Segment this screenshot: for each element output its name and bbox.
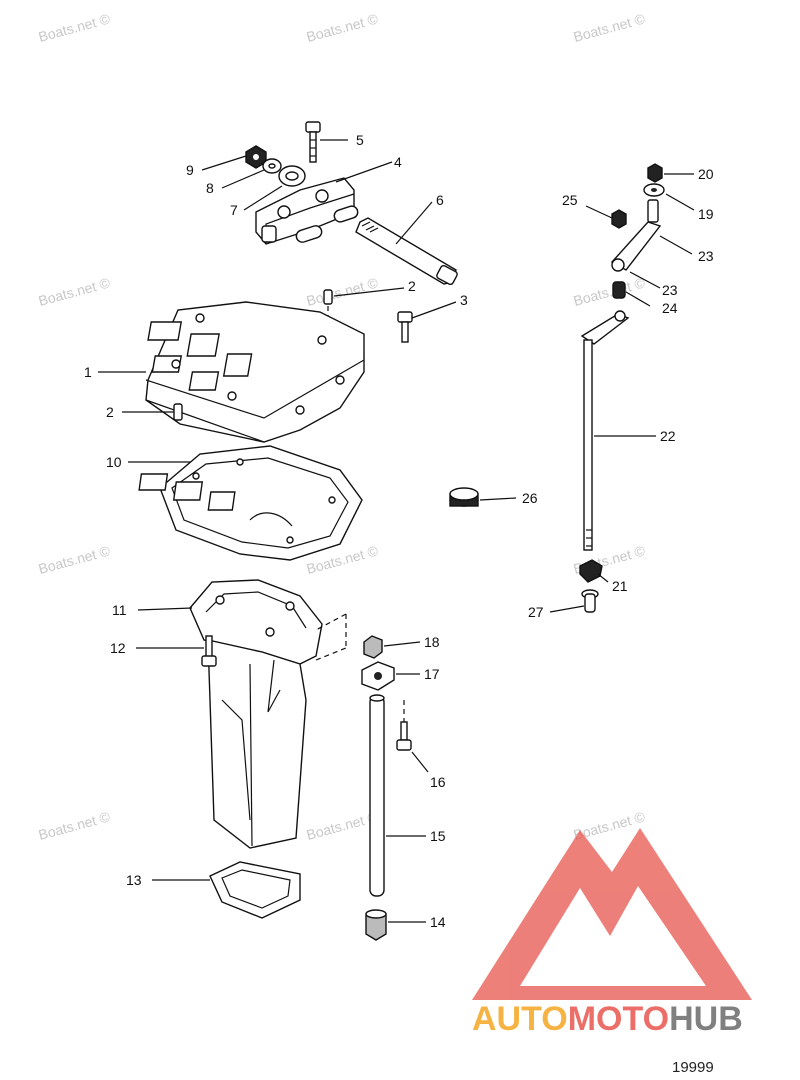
callout-26: 26	[522, 490, 538, 506]
part-grommet-14	[365, 909, 387, 941]
part-bracket-4	[255, 177, 359, 245]
callout-3: 3	[460, 292, 468, 308]
part-grommet-18	[363, 635, 383, 659]
part-clamp-17	[361, 661, 395, 691]
watermark: Boats.net ©	[37, 542, 113, 577]
callout-4: 4	[394, 154, 402, 170]
brand-logo	[472, 828, 752, 1000]
watermark: Boats.net ©	[572, 274, 648, 309]
brand-hub: HUB	[669, 1000, 743, 1038]
part-gasket-10	[138, 445, 363, 561]
callout-10: 10	[106, 454, 122, 470]
part-seal-13	[209, 861, 301, 919]
callout-18: 18	[424, 634, 440, 650]
callout-6: 6	[436, 192, 444, 208]
watermark: Boats.net ©	[37, 10, 113, 45]
diagram-number: 19999	[672, 1059, 714, 1076]
part-pin-27	[581, 589, 599, 613]
part-nut-20	[647, 163, 663, 183]
callout-9: 9	[186, 162, 194, 178]
leader-lines	[98, 139, 695, 923]
callout-22: 22	[660, 428, 676, 444]
callout-11: 11	[112, 602, 127, 618]
part-lever-23-upper	[610, 199, 662, 272]
callout-25: 25	[562, 192, 578, 208]
brand-triangle-icon	[472, 828, 752, 1000]
callout-12: 12	[110, 640, 126, 656]
brand-moto: MOTO	[568, 1000, 669, 1038]
callout-23-upper: 23	[698, 248, 714, 264]
guide-line	[315, 647, 347, 661]
watermarks: Boats.net © Boats.net © Boats.net © Boat…	[37, 10, 648, 843]
part-screw-16	[396, 700, 412, 751]
callout-2-lower: 2	[106, 404, 114, 420]
callout-27: 27	[528, 604, 544, 620]
watermark: Boats.net ©	[37, 808, 113, 843]
callout-15: 15	[430, 828, 446, 844]
part-bolt-5	[305, 121, 321, 163]
part-plate-1	[145, 301, 365, 443]
watermark: Boats.net ©	[572, 10, 648, 45]
callout-16: 16	[430, 774, 446, 790]
part-nut-9	[245, 145, 267, 169]
callout-21: 21	[612, 578, 628, 594]
part-dowel-2-lower	[173, 403, 183, 421]
part-seal-7	[278, 165, 306, 187]
brand-auto: AUTO	[472, 1000, 568, 1038]
guide-line	[315, 613, 347, 631]
watermark: Boats.net ©	[305, 808, 381, 843]
part-washer-19	[643, 183, 665, 197]
callout-labels: 9 8 7 5 4 6 2 3 1 2 10 11 12 13 18 17 16…	[84, 132, 714, 930]
callout-8: 8	[206, 180, 214, 196]
part-washer-8	[262, 158, 282, 174]
callout-1: 1	[84, 364, 92, 380]
callout-2-upper: 2	[408, 278, 416, 294]
part-nut-25	[611, 209, 627, 229]
callout-13: 13	[126, 872, 142, 888]
callout-23-lower: 23	[662, 282, 678, 298]
callout-17: 17	[424, 666, 440, 682]
callout-24: 24	[662, 300, 678, 316]
part-bushing-26	[449, 487, 479, 507]
part-water-tube-15	[369, 694, 385, 897]
part-exhaust-tube-11	[189, 579, 323, 849]
callout-20: 20	[698, 166, 714, 182]
watermark: Boats.net ©	[37, 274, 113, 309]
callout-7: 7	[230, 202, 238, 218]
watermark: Boats.net ©	[305, 10, 381, 45]
part-bolt-3	[397, 311, 413, 343]
part-shift-rod-22	[580, 310, 630, 551]
callout-5: 5	[356, 132, 364, 148]
part-link-24	[612, 281, 626, 299]
part-bolt-12	[201, 635, 217, 667]
callout-19: 19	[698, 206, 714, 222]
part-shaft-6	[355, 217, 458, 286]
callout-14: 14	[430, 914, 446, 930]
brand-wordmark: AUTOMOTOHUB	[472, 1000, 743, 1038]
